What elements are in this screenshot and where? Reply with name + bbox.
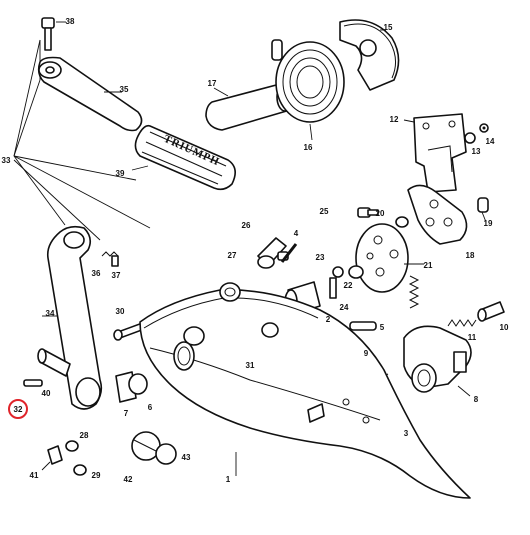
part-1-cover bbox=[139, 282, 471, 499]
part-36-37 bbox=[101, 251, 119, 267]
part-label-42: 42 bbox=[124, 475, 133, 484]
part-32-bolt bbox=[23, 379, 43, 387]
part-41-bolt bbox=[41, 445, 63, 471]
part-label-27: 27 bbox=[228, 251, 237, 260]
part-5-bolt bbox=[349, 321, 377, 331]
part-39-rubber: TRIUMPH bbox=[131, 124, 236, 191]
part-label-7: 7 bbox=[124, 409, 129, 418]
part-label-17: 17 bbox=[208, 79, 217, 88]
part-label-41: 41 bbox=[30, 471, 39, 480]
part-label-33: 33 bbox=[2, 156, 11, 165]
part-label-20: 20 bbox=[376, 209, 385, 218]
part-label-24: 24 bbox=[340, 303, 349, 312]
part-13-14-nuts bbox=[464, 123, 489, 144]
part-11-spring bbox=[447, 319, 477, 327]
part-28-washer bbox=[65, 440, 79, 452]
part-40-pin bbox=[37, 348, 71, 377]
part-43-ring bbox=[155, 443, 177, 465]
part-25-screw bbox=[357, 207, 379, 218]
part-label-29: 29 bbox=[92, 471, 101, 480]
part-label-15: 15 bbox=[384, 23, 393, 32]
part-label-12: 12 bbox=[390, 115, 399, 124]
part-29-nut bbox=[73, 464, 87, 476]
part-label-3: 3 bbox=[404, 429, 409, 438]
part-label-1: 1 bbox=[226, 475, 231, 484]
part-label-40: 40 bbox=[42, 389, 51, 398]
part-label-43: 43 bbox=[182, 453, 191, 462]
part-label-23: 23 bbox=[316, 253, 325, 262]
part-label-5: 5 bbox=[380, 323, 385, 332]
part-label-35: 35 bbox=[120, 85, 129, 94]
part-15-quadrant bbox=[339, 19, 400, 91]
part-label-13: 13 bbox=[472, 147, 481, 156]
part-20-pin bbox=[395, 216, 409, 228]
part-label-34: 34 bbox=[46, 309, 55, 318]
part-label-6: 6 bbox=[148, 403, 153, 412]
part-16-spring bbox=[271, 39, 345, 141]
part-label-37: 37 bbox=[112, 271, 121, 280]
part-label-10: 10 bbox=[500, 323, 509, 332]
part-4-pin bbox=[280, 243, 298, 263]
part-label-11: 11 bbox=[468, 333, 477, 342]
part-38-bolt bbox=[41, 17, 66, 51]
group-32-lines bbox=[13, 39, 151, 241]
part-10-pin bbox=[477, 301, 505, 322]
part-label-38: 38 bbox=[66, 17, 75, 26]
part-label-18: 18 bbox=[466, 251, 475, 260]
part-35-crank bbox=[37, 56, 143, 132]
part-6-ring bbox=[128, 373, 148, 395]
part-label-4: 4 bbox=[294, 229, 299, 238]
part-label-32: 32 bbox=[14, 405, 23, 414]
part-8-housing bbox=[403, 325, 472, 397]
part-18-camplate bbox=[407, 184, 468, 245]
part-label-14: 14 bbox=[486, 137, 495, 146]
part-34-lever bbox=[42, 225, 103, 410]
part-label-26: 26 bbox=[242, 221, 251, 230]
part-label-19: 19 bbox=[484, 219, 493, 228]
part-label-30: 30 bbox=[116, 307, 125, 316]
part-22-23-24 bbox=[329, 265, 364, 299]
part-labels: 1234567891011121314151617181920212223242… bbox=[2, 17, 509, 484]
part-label-25: 25 bbox=[320, 207, 329, 216]
part-label-21: 21 bbox=[424, 261, 433, 270]
part-label-28: 28 bbox=[80, 431, 89, 440]
part-label-31: 31 bbox=[246, 361, 255, 370]
part-label-16: 16 bbox=[304, 143, 313, 152]
part-label-8: 8 bbox=[474, 395, 479, 404]
part-label-2: 2 bbox=[326, 315, 331, 324]
part-label-36: 36 bbox=[92, 269, 101, 278]
highlight-ring-32 bbox=[8, 399, 28, 419]
part-label-39: 39 bbox=[116, 169, 125, 178]
part-label-9: 9 bbox=[364, 349, 369, 358]
part-21-disc bbox=[355, 223, 424, 293]
part-label-22: 22 bbox=[344, 281, 353, 290]
part-19-bolt bbox=[477, 197, 489, 223]
part-26-27 bbox=[257, 237, 289, 269]
part-12-plate bbox=[403, 113, 467, 193]
